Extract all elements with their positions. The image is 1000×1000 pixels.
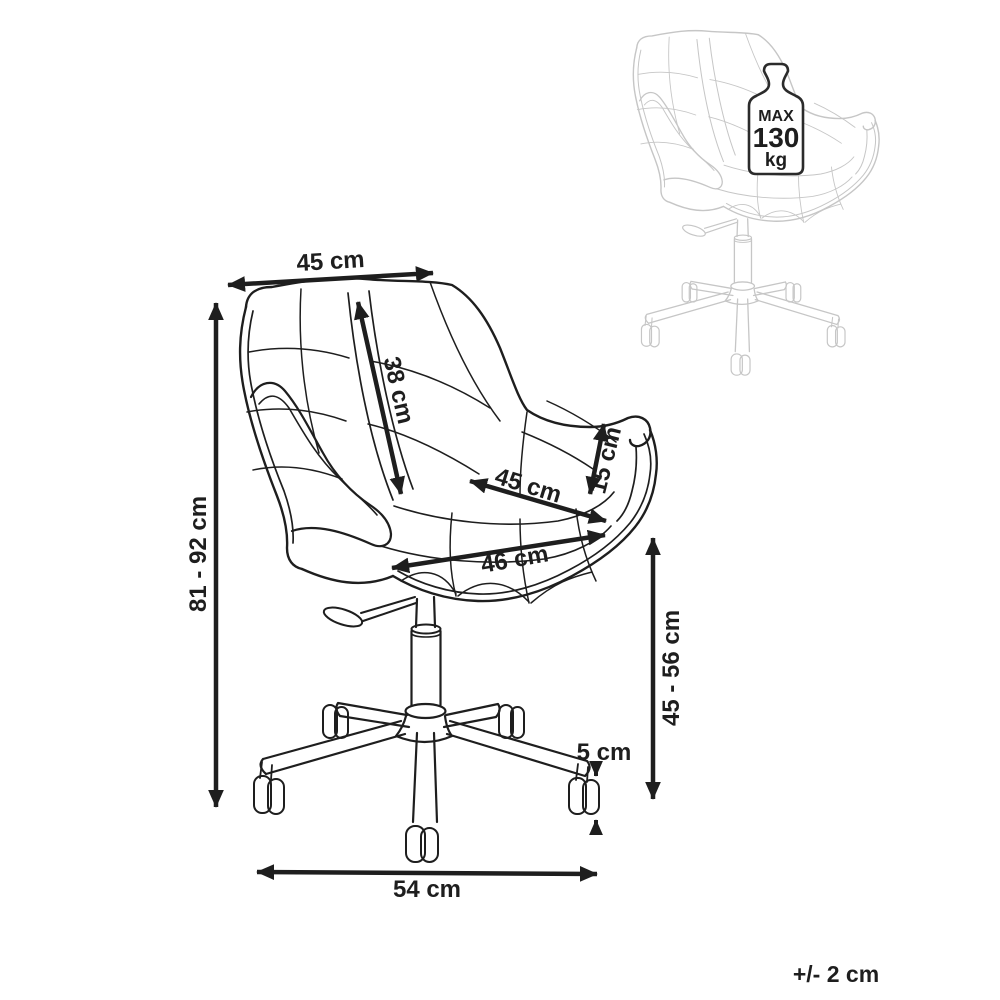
dim-arrow-backrest-height: [354, 301, 405, 495]
dim-label-armrest-height: 15 cm: [584, 424, 627, 497]
dim-label-base-width: 54 cm: [393, 876, 461, 903]
dim-arrow-armrest-height: [585, 423, 609, 495]
dim-label-seat-depth: 45 cm: [492, 463, 565, 509]
dim-label-seat-height-range: 45 - 56 cm: [658, 610, 685, 726]
weight-icon: [747, 62, 805, 176]
ghost-chair: [632, 29, 880, 376]
dim-arrow-seat-depth: [469, 478, 607, 524]
max-load-value: 130: [753, 122, 800, 153]
dim-arrow-backrest-width: [227, 266, 434, 292]
max-load-prefix: MAX: [758, 108, 794, 125]
dim-label-backrest-width: 45 cm: [296, 246, 366, 277]
dim-arrow-seat-width: [391, 529, 606, 574]
max-load-badge: MAX 130 kg: [747, 62, 805, 176]
dimension-arrows: [208, 266, 661, 882]
tolerance-note: +/- 2 cm: [793, 961, 879, 987]
dim-label-overall-height: 81 - 92 cm: [185, 496, 212, 612]
dim-label-seat-width: 46 cm: [479, 540, 551, 578]
dim-label-caster-height: 5 cm: [577, 739, 632, 766]
dim-arrow-base-width: [256, 864, 598, 882]
max-load-unit: kg: [765, 150, 787, 171]
